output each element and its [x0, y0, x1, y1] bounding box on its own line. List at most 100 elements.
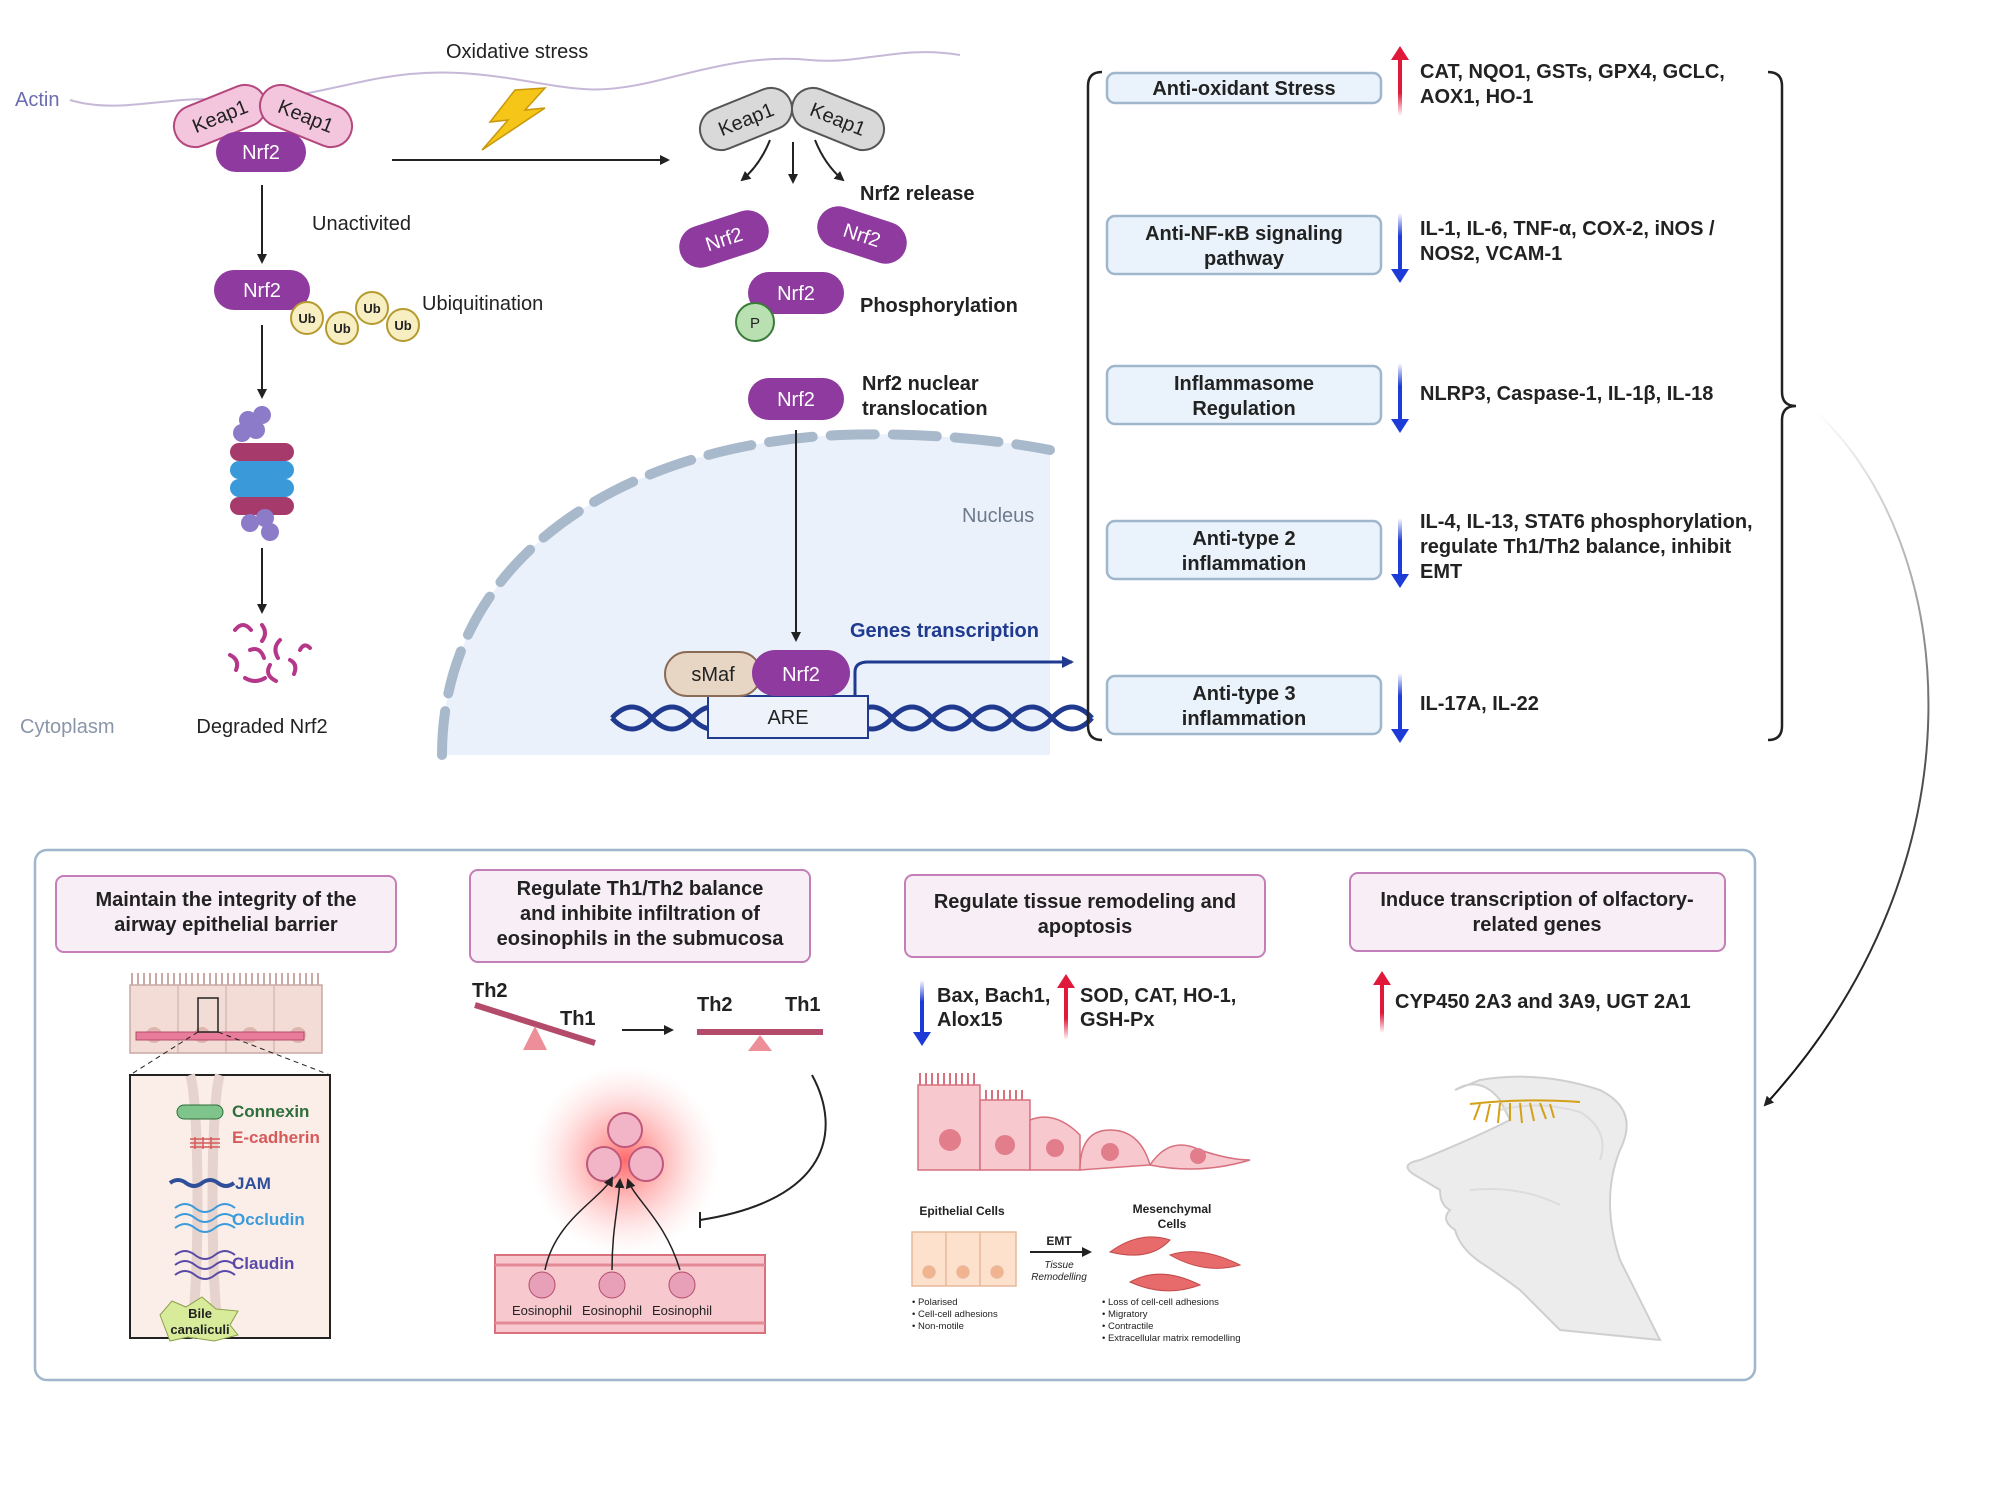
- eosinophil-label-2: Eosinophil: [582, 1303, 642, 1318]
- svg-text:Nrf2: Nrf2: [242, 142, 280, 164]
- effect-box-4-line-2: inflammation: [1182, 553, 1306, 575]
- effect-genes-5-line-1: IL-17A, IL-22: [1420, 693, 1539, 715]
- oxidative-stress-label: Oxidative stress: [446, 41, 588, 63]
- epi-bullet-2: • Cell-cell adhesions: [912, 1309, 998, 1320]
- svg-text:P: P: [750, 315, 760, 332]
- junction-occludin: Occludin: [232, 1210, 305, 1229]
- p2-title-line3: eosinophils in the submucosa: [497, 928, 785, 950]
- effect-genes-4-line-3: EMT: [1420, 561, 1462, 583]
- svg-text:Ub: Ub: [333, 321, 350, 336]
- bile-label-line2: canaliculi: [170, 1322, 229, 1337]
- actin-label: Actin: [15, 89, 59, 111]
- nrf2-release-label: Nrf2 release: [860, 183, 975, 205]
- epi-bullet-3: • Non-motile: [912, 1321, 964, 1332]
- p2-title-box: [469, 869, 811, 963]
- up-arrow-shaft: [1398, 58, 1402, 116]
- lightning-icon: [481, 87, 547, 151]
- are-label: ARE: [767, 707, 808, 729]
- eosinophil-cluster: [586, 1112, 664, 1182]
- effect-genes-3-line-1: NLRP3, Caspase-1, IL-1β, IL-18: [1420, 383, 1713, 405]
- olfactory-bulb-icon: [1469, 1099, 1581, 1124]
- svg-text:Nrf2: Nrf2: [782, 664, 820, 686]
- p3-title-line2: apoptosis: [1038, 916, 1132, 938]
- blood-vessel: [494, 1176, 766, 1334]
- p3-up-arrow: [1064, 986, 1068, 1040]
- eosinophil-label-3: Eosinophil: [652, 1303, 712, 1318]
- head-profile-illustration: [1406, 1075, 1662, 1342]
- epithelium-illustration: [129, 973, 331, 1340]
- unactivated-label: Unactivited: [312, 213, 411, 235]
- translocation-line2: translocation: [862, 398, 988, 420]
- svg-text:Ub: Ub: [363, 301, 380, 316]
- right-brace: [1767, 70, 1797, 742]
- functions-panel: [33, 848, 1757, 1382]
- effect-box-3: [1105, 364, 1383, 426]
- p3-up-line2: GSH-Px: [1080, 1009, 1154, 1031]
- junction-ecadherin: E-cadherin: [232, 1128, 320, 1147]
- mes-bullet-1: • Loss of cell-cell adhesions: [1102, 1297, 1219, 1308]
- effect-box-2-line-1: Anti-NF-κB signaling: [1145, 223, 1343, 245]
- effect-box-5-line-2: inflammation: [1182, 708, 1306, 730]
- effect-box-1-line-1: Anti-oxidant Stress: [1152, 78, 1335, 100]
- p4-title-line1: Induce transcription of olfactory-: [1380, 889, 1693, 911]
- effect-box-1: [1105, 71, 1383, 105]
- p4-up-arrow: [1380, 983, 1384, 1033]
- p4-title-line2: related genes: [1473, 914, 1602, 936]
- th-balance-unbalanced: [474, 1002, 596, 1050]
- proteasome-icon: [230, 406, 294, 541]
- released-nrf2: Nrf2 Nrf2: [679, 206, 907, 268]
- epi-bullet-1: • Polarised: [912, 1297, 958, 1308]
- th2-label-right: Th2: [697, 994, 733, 1016]
- p3-title-box: [904, 874, 1266, 958]
- junction-claudin: Claudin: [232, 1254, 294, 1273]
- transcription-arrow: [853, 656, 1074, 696]
- th-balance-balanced: [697, 1029, 823, 1051]
- mesenchymal-cells-icon: [1108, 1236, 1242, 1292]
- junction-jam: JAM: [235, 1174, 271, 1193]
- mes-bullet-3: • Contractile: [1102, 1321, 1153, 1332]
- tissue-label-line1: Tissue: [1044, 1260, 1074, 1271]
- svg-text:Nrf2: Nrf2: [777, 283, 815, 305]
- effect-box-4: [1105, 519, 1383, 581]
- eosinophil-label-1: Eosinophil: [512, 1303, 572, 1318]
- nuclear-envelope: [437, 429, 1055, 760]
- left-bracket: [1086, 70, 1103, 742]
- p1-title-line2: airway epithelial barrier: [114, 914, 338, 936]
- th1-label-left: Th1: [560, 1008, 596, 1030]
- junction-connexin: Connexin: [232, 1102, 309, 1121]
- effect-genes-2-line-2: NOS2, VCAM-1: [1420, 243, 1562, 265]
- p3-down-line1: Bax, Bach1,: [937, 985, 1050, 1007]
- phosphorylation-label: Phosphorylation: [860, 295, 1018, 317]
- p2-title-line2: and inhibite infiltration of: [520, 903, 760, 925]
- keap1-released-dimer: Keap1 Keap1: [698, 86, 886, 152]
- effect-box-2-line-2: pathway: [1204, 248, 1285, 270]
- effects-list: Anti-oxidant Stress CAT, NQO1, GSTs, GPX4…: [1105, 46, 1753, 743]
- translocation-line1: Nrf2 nuclear: [862, 373, 979, 395]
- ubiquitinated-nrf2: Nrf2 Ub Ub Ub Ub: [214, 270, 420, 345]
- effect-box-3-line-1: Inflammasome: [1174, 373, 1314, 395]
- down-arrow-shaft: [1398, 518, 1402, 576]
- svg-text:Ub: Ub: [298, 311, 315, 326]
- epithelial-cells-icon: [911, 1231, 1017, 1287]
- down-arrow-shaft: [1398, 673, 1402, 731]
- down-arrow-shaft: [1398, 213, 1402, 271]
- nucleus: [442, 434, 1050, 755]
- effect-genes-4-line-2: regulate Th1/Th2 balance, inhibit: [1420, 536, 1732, 558]
- svg-text:Ub: Ub: [394, 318, 411, 333]
- inhibition-curve: [699, 1074, 827, 1221]
- effect-box-3-line-2: Regulation: [1192, 398, 1295, 420]
- epithelial-cells-label: Epithelial Cells: [919, 1204, 1005, 1218]
- nucleus-label: Nucleus: [962, 505, 1034, 527]
- effect-genes-1-line-1: CAT, NQO1, GSTs, GPX4, GCLC,: [1420, 61, 1725, 83]
- p4-title-box: [1349, 872, 1726, 952]
- svg-text:Nrf2: Nrf2: [243, 280, 281, 302]
- svg-text:Nrf2: Nrf2: [777, 389, 815, 411]
- up-arrow-icon: [1391, 46, 1409, 60]
- bound-nrf2: [752, 650, 850, 696]
- p1-title-box: [55, 875, 397, 953]
- keap1-nrf2-complex: Keap1 Keap1 Nrf2: [172, 83, 354, 172]
- th2-label-left: Th2: [472, 980, 508, 1002]
- smaf-label: sMaf: [691, 664, 735, 686]
- th1-label-right: Th1: [785, 994, 821, 1016]
